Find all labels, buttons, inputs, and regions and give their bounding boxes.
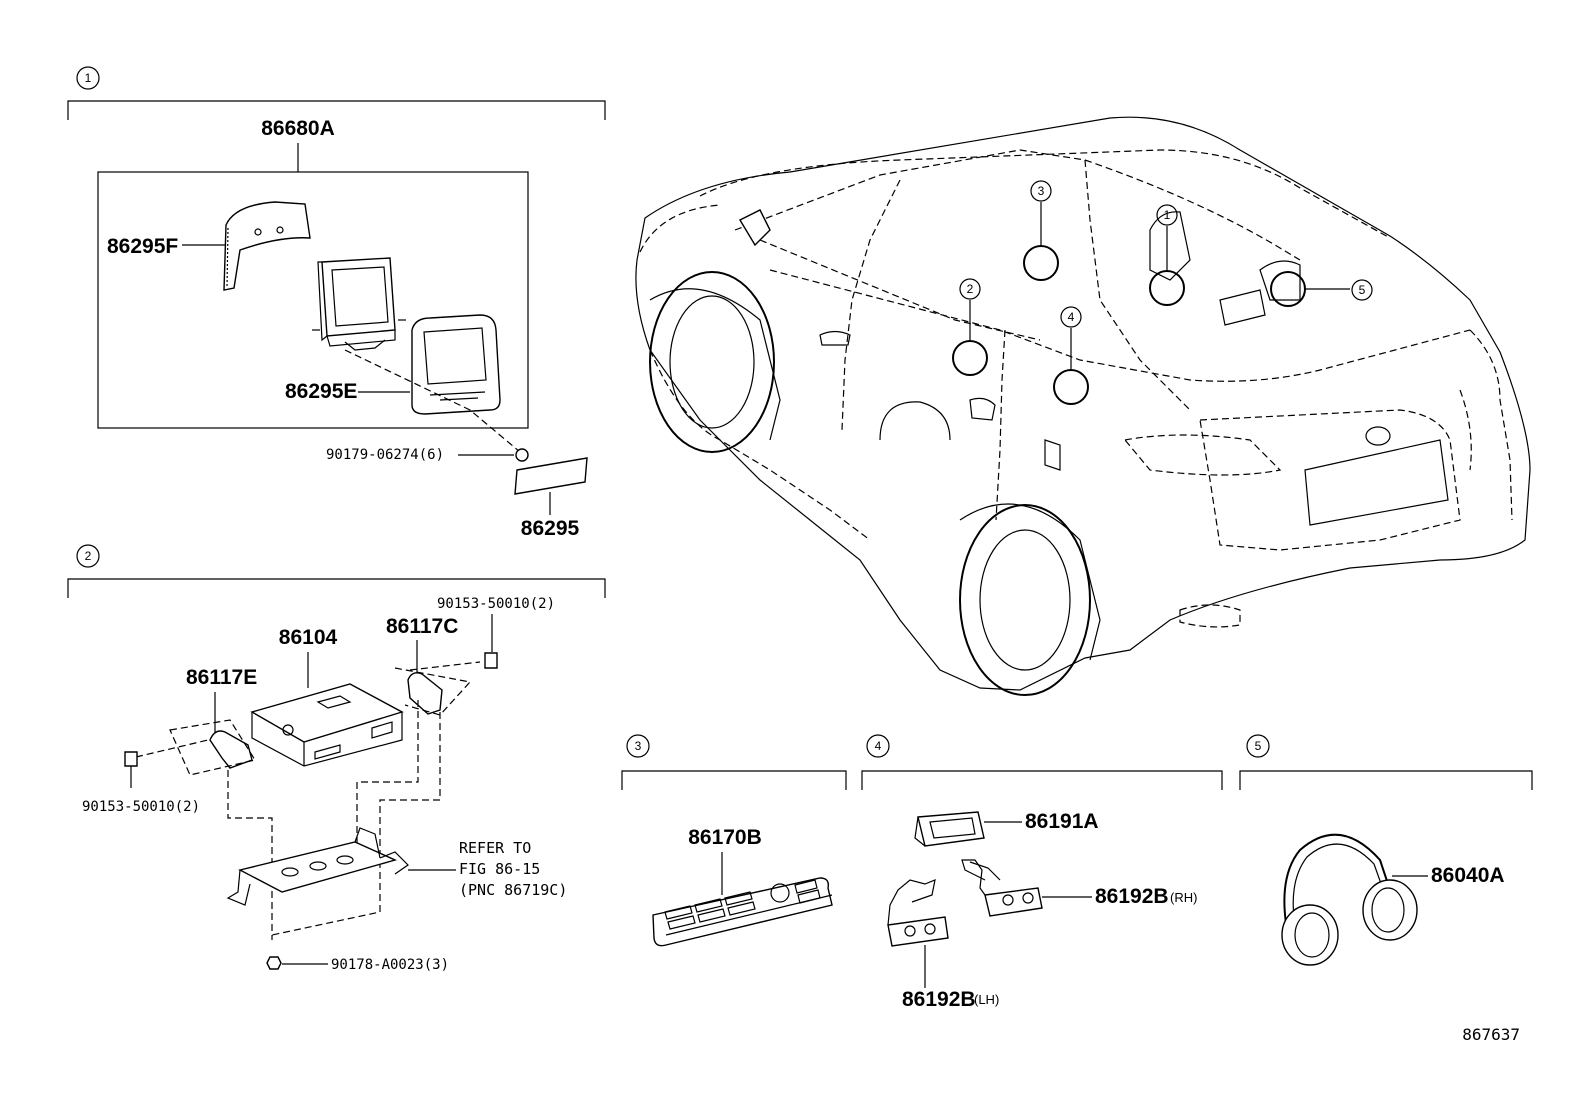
side-label-lh: (LH) — [974, 992, 999, 1007]
headphones-86040A — [1281, 833, 1418, 966]
part-label-86192B-rh: 86192B — [1095, 885, 1169, 908]
section-3: 3 86170B — [621, 734, 847, 947]
callout-number: 4 — [1068, 310, 1075, 324]
part-label-90153-top: 90153-50010(2) — [437, 596, 555, 612]
section-5: 5 86040A — [1239, 734, 1533, 966]
car-body-outline — [635, 116, 1531, 691]
vehicle-illustration: 1 2 3 4 5 — [635, 116, 1531, 696]
refer-line-3: (PNC 86719C) — [459, 881, 567, 899]
callout-number: 5 — [1359, 283, 1366, 297]
section-marker-1 — [76, 66, 100, 90]
section-2: 2 90153-50010(2) 86117C 86104 86117E — [67, 544, 606, 973]
bracket-86117E — [209, 730, 253, 769]
plate-86295 — [514, 457, 588, 495]
section-4: 4 86191A 86192B (RH) 86192B (LH) — [861, 734, 1223, 1011]
remote-control-86170B — [652, 877, 833, 947]
section-bracket — [67, 100, 606, 120]
part-label-86040A: 86040A — [1431, 864, 1505, 887]
section-1: 1 86680A 86295F 86295E — [67, 66, 606, 540]
side-mirror — [739, 209, 771, 247]
control-unit-86104 — [250, 683, 404, 767]
section-number: 4 — [875, 739, 882, 753]
part-label-86191A: 86191A — [1025, 810, 1099, 833]
part-label-86295E: 86295E — [285, 380, 357, 403]
screw-90179 — [515, 448, 529, 462]
part-label-86192B-lh: 86192B — [902, 988, 976, 1011]
section-marker-5 — [1246, 734, 1270, 758]
refer-line-1: REFER TO — [459, 839, 531, 857]
vehicle-callout-1: 1 — [1149, 204, 1185, 306]
jack-86191A — [914, 811, 985, 847]
nut-90178 — [266, 956, 282, 970]
part-label-90179: 90179-06274(6) — [326, 447, 444, 463]
section-bracket — [1239, 770, 1533, 790]
vehicle-callout-4: 4 — [1053, 306, 1089, 405]
section-number: 2 — [85, 549, 92, 563]
jack-86192B-rh — [961, 859, 1043, 917]
bezel-86295E — [411, 314, 501, 415]
jack-86192B-lh — [887, 879, 949, 947]
part-label-90153-left: 90153-50010(2) — [82, 799, 200, 815]
section-marker-3 — [626, 734, 650, 758]
part-label-86295: 86295 — [521, 517, 580, 540]
bracket-86117C — [407, 672, 443, 715]
section-bracket — [621, 770, 847, 790]
section-marker-2 — [76, 544, 100, 568]
mounting-bracket — [226, 827, 409, 906]
part-label-86117E: 86117E — [186, 666, 257, 689]
vehicle-callout-2: 2 — [952, 278, 988, 376]
part-label-86104: 86104 — [279, 626, 338, 649]
emblem — [1365, 426, 1391, 446]
license-plate — [1304, 439, 1449, 526]
callout-number: 1 — [1164, 208, 1171, 222]
part-label-86170B: 86170B — [688, 826, 762, 849]
front-wheel — [649, 271, 775, 453]
callout-number: 3 — [1038, 184, 1045, 198]
bolt-90153-top — [484, 652, 498, 669]
refer-line-2: FIG 86-15 — [459, 860, 540, 878]
vehicle-callout-5: 5 — [1270, 271, 1373, 307]
assembly-box — [97, 171, 529, 429]
part-label-86680A: 86680A — [261, 117, 335, 140]
bolt-90153-left — [124, 751, 138, 767]
part-label-86295F: 86295F — [107, 235, 178, 258]
section-bracket — [861, 770, 1223, 790]
rear-wheel — [959, 504, 1091, 696]
part-label-90178: 90178-A0023(3) — [331, 957, 449, 973]
section-marker-4 — [866, 734, 890, 758]
callout-number: 2 — [967, 282, 974, 296]
back-cover-86295F — [223, 201, 311, 291]
section-number: 5 — [1255, 739, 1262, 753]
part-label-86117C: 86117C — [386, 615, 458, 638]
section-number: 1 — [85, 71, 92, 85]
vehicle-callout-3: 3 — [1023, 180, 1059, 281]
side-label-rh: (RH) — [1170, 890, 1197, 905]
section-number: 3 — [635, 739, 642, 753]
figure-id: 867637 — [1462, 1025, 1520, 1044]
section-bracket — [67, 578, 606, 598]
monitor-unit — [312, 257, 406, 351]
